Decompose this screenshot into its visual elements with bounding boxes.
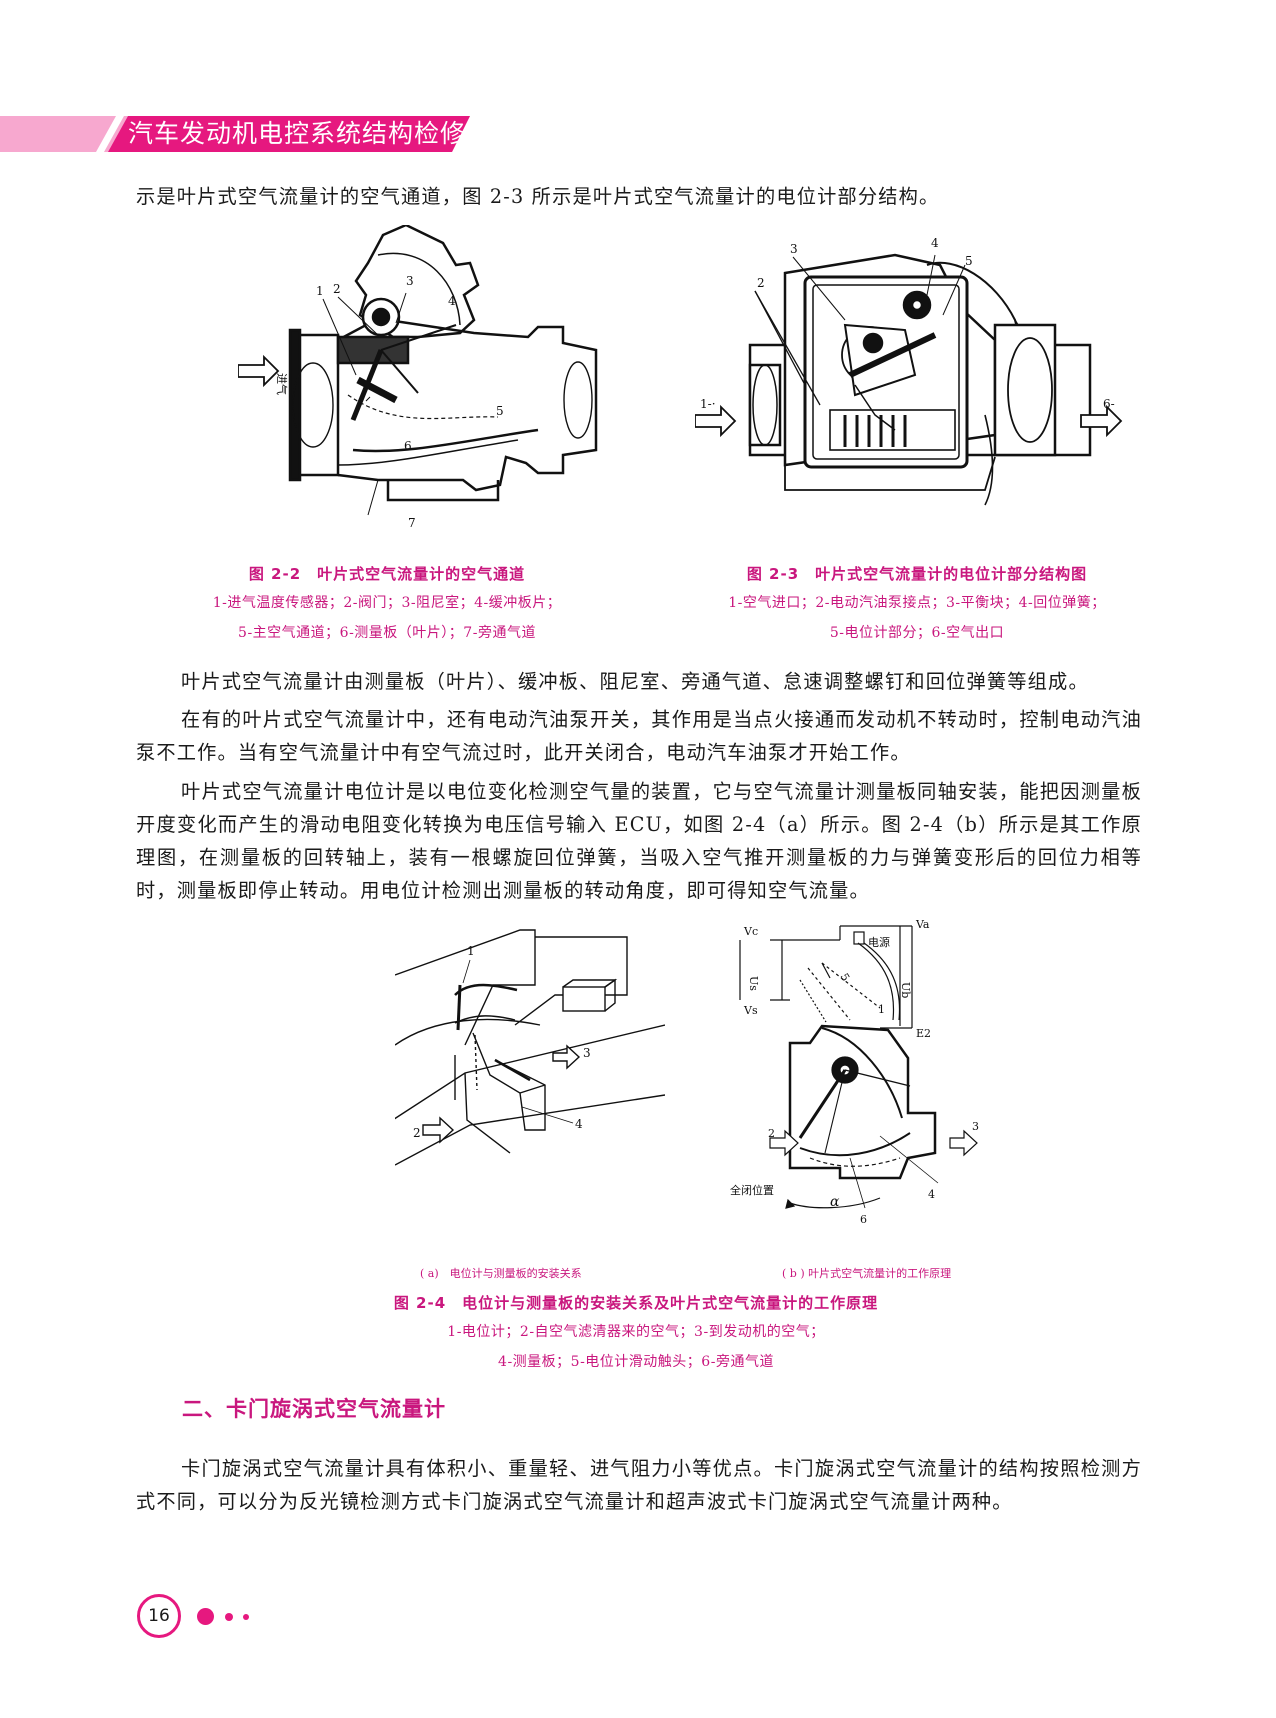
fig24b-power: 电源 bbox=[868, 935, 890, 949]
paragraph-potentiometer: 叶片式空气流量计电位计是以电位变化检测空气量的装置，它与空气流量计测量板同轴安装… bbox=[136, 780, 1142, 902]
paragraph-fuel-pump-switch: 在有的叶片式空气流量计中，还有电动汽油泵开关，其作用是当点火接通而发动机不转动时… bbox=[136, 708, 1142, 764]
figure-2-4a-diagram: 1 2 3 4 bbox=[395, 929, 665, 1166]
fig23-caption-line1: 1-空气进口；2-电动汽油泵接点；3-平衡块；4-回位弹簧； bbox=[728, 595, 1106, 611]
header-title: 汽车发动机电控系统结构检修 bbox=[128, 119, 467, 148]
fig24b-n5: 5 bbox=[837, 971, 852, 984]
fig24b-vs: Vs bbox=[743, 1004, 758, 1017]
figure-2-3-diagram: 1-· 6- 2 3 4 5 bbox=[695, 236, 1123, 506]
fig23-label-5: 5 bbox=[965, 254, 973, 268]
fig22-label-3: 3 bbox=[406, 274, 414, 288]
fig24a-label-1: 1 bbox=[467, 944, 475, 958]
fig23-in-label: 1-· bbox=[700, 397, 716, 411]
fig24b-e2: E2 bbox=[916, 1027, 931, 1040]
fig23-out-label: 6- bbox=[1103, 397, 1115, 411]
fig24-caption-line1: 1-电位计；2-自空气滤清器来的空气；3-到发动机的空气； bbox=[447, 1324, 825, 1340]
fig24b-va: Va bbox=[915, 918, 930, 931]
fig22-label-1: 1 bbox=[316, 284, 324, 298]
fig23-label-3: 3 bbox=[790, 242, 798, 256]
paragraph-intro: 示是叶片式空气流量计的空气通道，图 2-3 所示是叶片式空气流量计的电位计部分结… bbox=[136, 185, 940, 208]
page-dot-large bbox=[197, 1608, 214, 1625]
fig22-caption-line2: 5-主空气通道；6-测量板（叶片）；7-旁通气道 bbox=[238, 625, 536, 641]
fig24b-n6: 6 bbox=[860, 1213, 867, 1226]
fig23-caption-line2: 5-电位计部分；6-空气出口 bbox=[829, 625, 1005, 641]
page-dot-medium bbox=[225, 1613, 233, 1621]
fig24b-alpha: α bbox=[830, 1194, 840, 1210]
fig23-caption-title: 图 2-3 叶片式空气流量计的电位计部分结构图 bbox=[746, 565, 1088, 583]
fig24a-label-2: 2 bbox=[413, 1126, 421, 1140]
fig23-label-4: 4 bbox=[931, 236, 939, 250]
fig24b-ub: Ub bbox=[899, 982, 912, 998]
fig22-label-5: 5 bbox=[496, 404, 504, 418]
fig24b-n1: 1 bbox=[878, 1003, 885, 1016]
fig23-label-2: 2 bbox=[757, 276, 765, 290]
fig24b-us: Us bbox=[747, 976, 760, 991]
paragraph-composition: 叶片式空气流量计由测量板（叶片）、缓冲板、阻尼室、旁通气道、怠速调整螺钉和回位弹… bbox=[181, 670, 1089, 693]
fig22-caption-title: 图 2-2 叶片式空气流量计的空气通道 bbox=[248, 565, 526, 583]
figure-2-4b-diagram: Vc Vs Va E2 Us Ub 电源 1 2 3 4 5 6 全闭位置 α bbox=[730, 918, 979, 1226]
fig22-caption-line1: 1-进气温度传感器；2-阀门；3-阻尼室；4-缓冲板片； bbox=[212, 595, 562, 611]
fig24a-label-3: 3 bbox=[583, 1046, 591, 1060]
fig24b-n2: 2 bbox=[768, 1127, 775, 1140]
inlet-label: 进气 bbox=[275, 373, 289, 395]
fig22-label-2: 2 bbox=[333, 282, 341, 296]
fig22-label-7: 7 bbox=[408, 516, 416, 530]
fig24b-vc: Vc bbox=[743, 925, 758, 938]
header-band bbox=[0, 116, 470, 152]
fig24b-n3: 3 bbox=[972, 1120, 979, 1133]
fig24-caption-title: 图 2-4 电位计与测量板的安装关系及叶片式空气流量计的工作原理 bbox=[393, 1294, 879, 1312]
fig24b-subcaption: ( b ) 叶片式空气流量计的工作原理 bbox=[782, 1267, 952, 1280]
paragraph-karman-vortex: 卡门旋涡式空气流量计具有体积小、重量轻、进气阻力小等优点。卡门旋涡式空气流量计的… bbox=[136, 1457, 1142, 1513]
section-title: 二、卡门旋涡式空气流量计 bbox=[182, 1397, 446, 1421]
fig22-label-4: 4 bbox=[448, 294, 456, 308]
page-number: 16 bbox=[137, 1594, 181, 1638]
fig22-label-6: 6 bbox=[404, 439, 412, 453]
fig24b-closed-position: 全闭位置 bbox=[730, 1183, 774, 1197]
fig24a-label-4: 4 bbox=[575, 1117, 583, 1131]
fig24b-n4: 4 bbox=[928, 1188, 935, 1201]
figure-2-2-diagram: 进气 1 2 3 4 5 6 7 bbox=[238, 225, 598, 530]
fig24-caption-line2: 4-测量板；5-电位计滑动触头；6-旁通气道 bbox=[498, 1354, 774, 1370]
fig24a-subcaption: ( a) 电位计与测量板的安装关系 bbox=[420, 1267, 582, 1280]
page-dot-small bbox=[243, 1614, 249, 1620]
